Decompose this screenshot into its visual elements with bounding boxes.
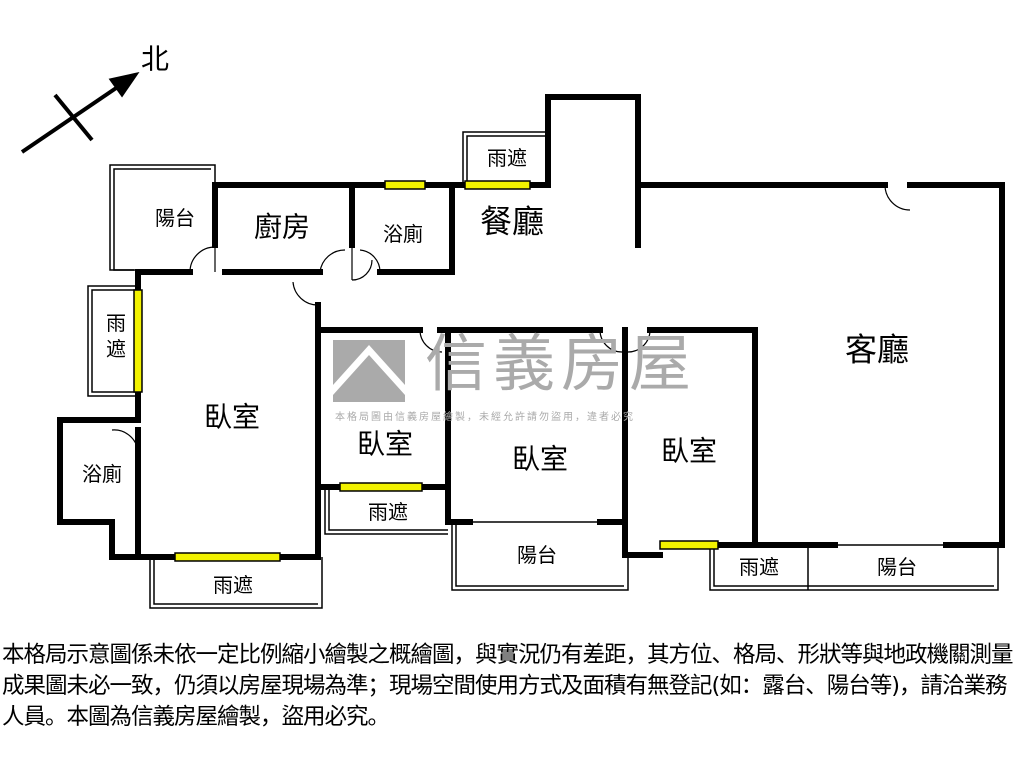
canopy-bedroom-4: 雨遮 (739, 555, 779, 579)
room-living: 客廳 (844, 330, 910, 369)
canopy-bedroom-2: 雨遮 (368, 500, 408, 524)
watermark-brand: 信義房屋 (425, 327, 698, 400)
windows (133, 180, 719, 562)
room-bedroom-3: 臥室 (511, 442, 569, 476)
room-bedroom-main: 臥室 (203, 400, 261, 434)
balcony-bedroom-3: 陽台 (517, 543, 557, 567)
watermark-note: 本格局圖由信義房屋繪製，未經允許請勿盜用，違者必究 (335, 412, 635, 423)
canopy-bottom-left: 雨遮 (213, 573, 253, 597)
canopy-left: 雨遮 (106, 311, 126, 361)
north-arrow-icon (20, 71, 140, 154)
balcony-top-left: 陽台 (155, 206, 195, 230)
balcony-outlines (87, 131, 999, 609)
door-swings (111, 184, 911, 456)
walls (57, 94, 1005, 560)
watermark-logo (333, 340, 405, 402)
room-bath-2: 浴廁 (82, 462, 122, 486)
north-label: 北 (140, 42, 170, 76)
room-kitchen: 廚房 (253, 210, 311, 244)
canopy-top: 雨遮 (487, 146, 527, 170)
room-bedroom-2: 臥室 (356, 427, 414, 461)
room-dining: 餐廳 (479, 202, 545, 241)
balcony-living: 陽台 (877, 555, 917, 579)
disclaimer-text: 本格局示意圖係未依一定比例縮小繪製之概繪圖，與實況仍有差距，其方位、格局、形狀等… (2, 642, 1014, 730)
room-bath-1: 浴廁 (383, 222, 423, 246)
floor-plan-drawing (20, 71, 1005, 609)
room-bedroom-4: 臥室 (660, 434, 718, 468)
